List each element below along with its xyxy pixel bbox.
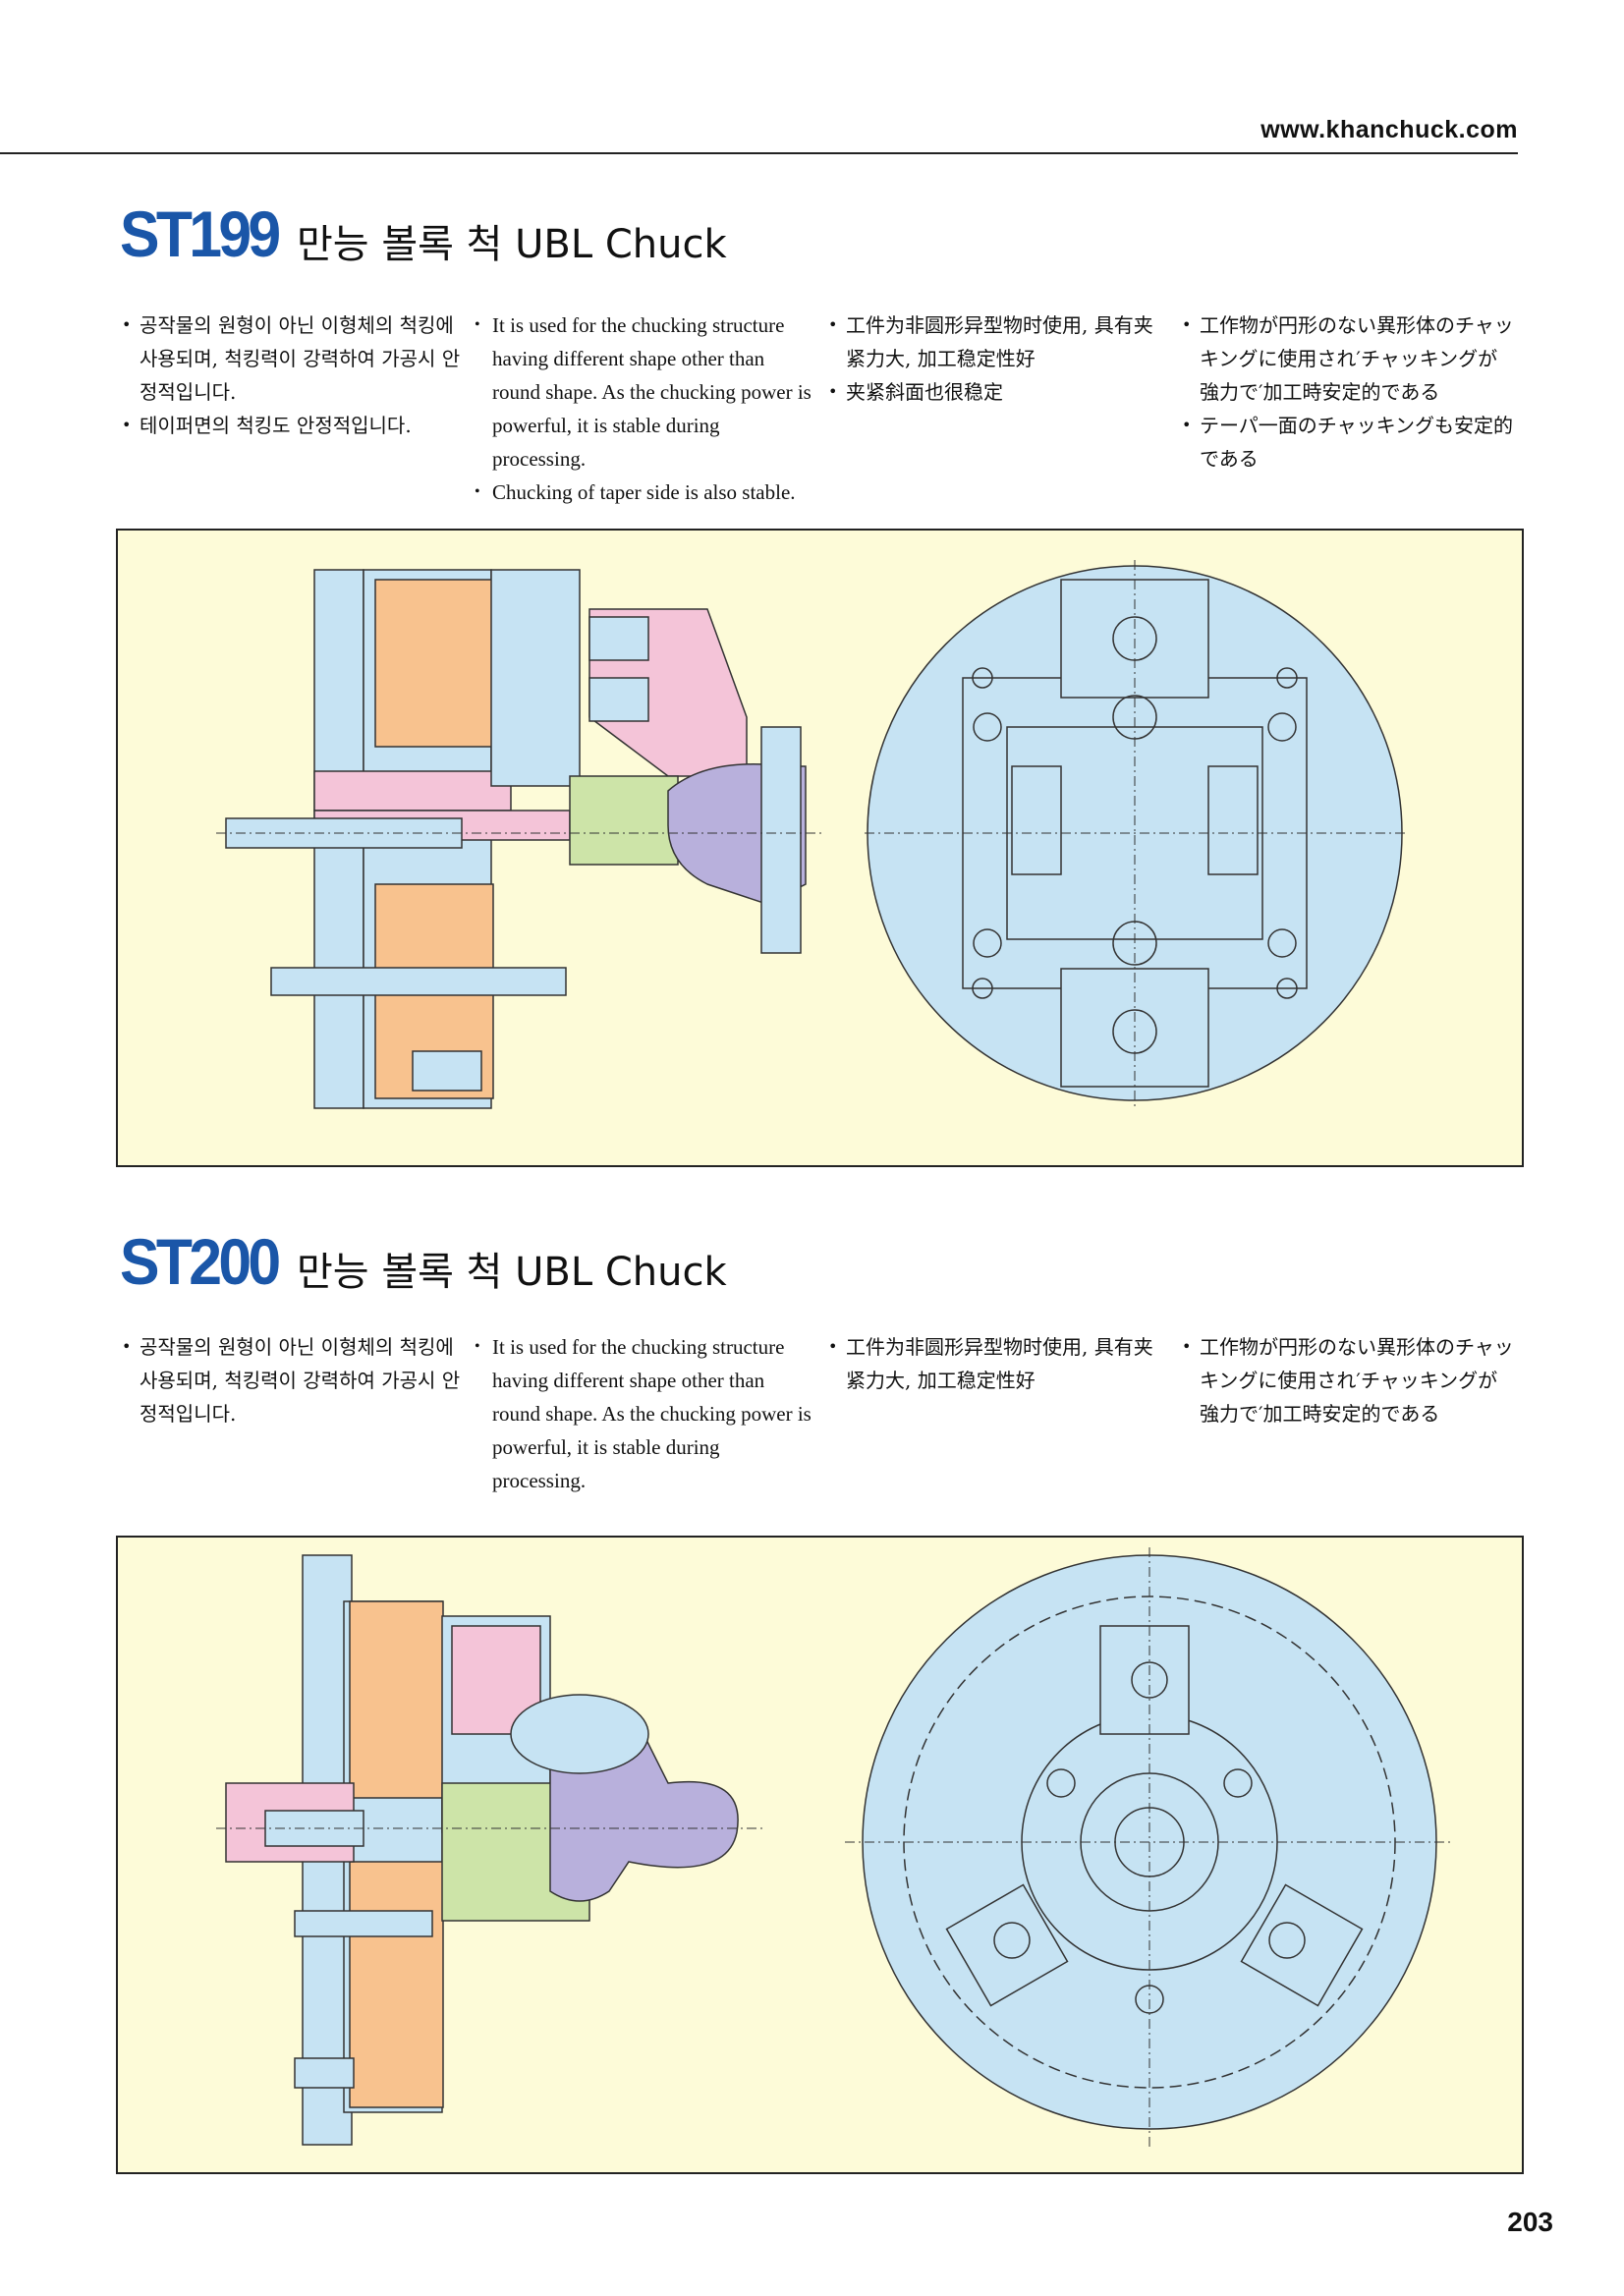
english-description: •It is used for the chucking structure h… [475, 308, 813, 509]
chinese-description: •工件为非圆形异型物时使用, 具有夹紧力大, 加工稳定性好 •夹紧斜面也很稳定 [828, 308, 1162, 409]
list-item: •테이퍼면의 척킹도 안정적입니다. [122, 414, 412, 437]
list-item: •夹紧斜面也很稳定 [828, 380, 1003, 404]
korean-description: •공작물의 원형이 아닌 이형체의 척킹에 사용되며, 척킹력이 강력하여 가공… [122, 1330, 461, 1430]
lower-bolt [270, 967, 567, 996]
list-item: •工件为非圆形异型物时使用, 具有夹紧力大, 加工稳定性好 [828, 1335, 1153, 1392]
website-url[interactable]: www.khanchuck.com [1260, 116, 1518, 143]
st199-technical-drawing [116, 529, 1524, 1167]
chinese-description: •工件为非圆形异型物时使用, 具有夹紧力大, 加工稳定性好 [828, 1330, 1162, 1397]
korean-description: •공작물의 원형이 아닌 이형체의 척킹에 사용되며, 척킹력이 강력하여 가공… [122, 308, 461, 442]
japanese-description: •工作物が円形のない異形体のチャッキングに使用され′チャッキングが強力で′加工時… [1182, 308, 1516, 476]
locator [569, 775, 679, 866]
upper-jaw [374, 579, 494, 748]
list-item: •공작물의 원형이 아닌 이형체의 척킹에 사용되며, 척킹력이 강력하여 가공… [122, 1335, 461, 1426]
master-jaw [490, 569, 581, 787]
st199-drawing-svg [216, 560, 1405, 1110]
lower-jaw [349, 1861, 444, 2108]
list-item: •テーパ一面のチャッキングも安定的である [1182, 414, 1513, 471]
list-item: •工件为非圆形异型物时使用, 具有夹紧力大, 加工稳定性好 [828, 313, 1153, 370]
section-title: 만능 볼록 척 UBL Chuck [297, 222, 727, 267]
model-number: ST199 [120, 197, 281, 270]
st200-drawing-svg [216, 1547, 1454, 2147]
lower-bolt [294, 1910, 433, 1937]
page-number: 203 [1507, 2207, 1553, 2237]
list-item: •It is used for the chucking structure h… [475, 313, 812, 471]
list-item: •It is used for the chucking structure h… [475, 1335, 812, 1492]
section-title: 만능 볼록 척 UBL Chuck [297, 1250, 727, 1295]
st200-technical-drawing [116, 1536, 1524, 2174]
list-item: •Chucking of taper side is also stable. [475, 480, 796, 504]
draw-tube-top [313, 770, 512, 812]
list-item: •공작물의 원형이 아닌 이형체의 척킹에 사용되며, 척킹력이 강력하여 가공… [122, 313, 461, 404]
japanese-description: •工作物が円形のない異形体のチャッキングに使用され′チャッキングが強力で′加工時… [1182, 1330, 1516, 1430]
model-number: ST200 [120, 1225, 281, 1298]
list-item: •工作物が円形のない異形体のチャッキングに使用され′チャッキングが強力で′加工時… [1182, 313, 1514, 404]
upper-jaw [349, 1600, 444, 1799]
list-item: •工作物が円形のない異形体のチャッキングに使用され′チャッキングが強力で′加工時… [1182, 1335, 1514, 1426]
english-description: •It is used for the chucking structure h… [475, 1330, 813, 1497]
header-rule [0, 152, 1518, 154]
